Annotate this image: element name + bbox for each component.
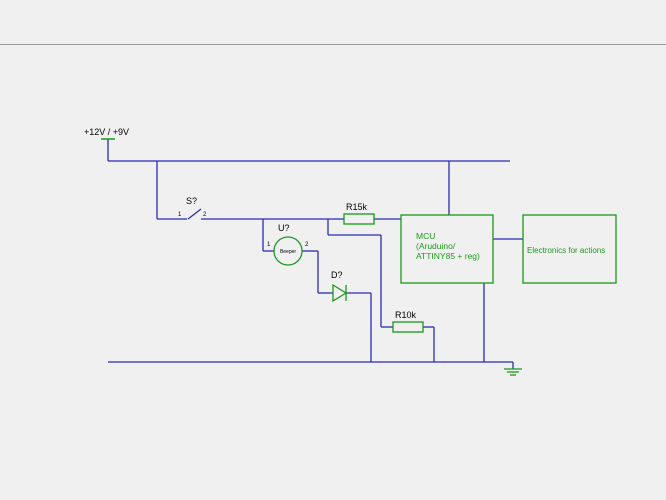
beeper-ref-label: U? bbox=[278, 223, 290, 233]
resistor-r15k: R15k bbox=[343, 202, 375, 225]
r15k-label: R15k bbox=[346, 202, 368, 212]
switch-pin2-label: 2 bbox=[203, 212, 207, 218]
switch-s: S? 1 2 bbox=[178, 196, 207, 220]
mcu-line1: MCU bbox=[416, 231, 435, 241]
switch-ref-label: S? bbox=[186, 196, 197, 206]
power-symbol: +12V / +9V bbox=[84, 127, 129, 140]
beeper-pin2-label: 2 bbox=[305, 242, 309, 248]
switch-pin1-label: 1 bbox=[178, 212, 182, 218]
diode-d: D? bbox=[331, 270, 348, 303]
actions-block: Electronics for actions bbox=[522, 214, 617, 284]
mcu-line2: (Aruduino/ bbox=[416, 241, 456, 251]
beeper-body-label: Beeper bbox=[280, 249, 296, 255]
ground-symbol bbox=[504, 368, 522, 376]
mcu-block: MCU (Aruduino/ ATTINY85 + reg) bbox=[400, 214, 494, 284]
power-label: +12V / +9V bbox=[84, 127, 129, 137]
diode-ref-label: D? bbox=[331, 270, 343, 280]
wires bbox=[107, 139, 523, 369]
actions-label: Electronics for actions bbox=[527, 246, 605, 255]
mcu-line3: ATTINY85 + reg) bbox=[416, 251, 480, 261]
beeper-pin1-label: 1 bbox=[267, 242, 271, 248]
beeper-u: Beeper U? 1 2 bbox=[267, 223, 309, 266]
r10k-label: R10k bbox=[395, 310, 417, 320]
resistor-r10k: R10k bbox=[392, 310, 424, 333]
